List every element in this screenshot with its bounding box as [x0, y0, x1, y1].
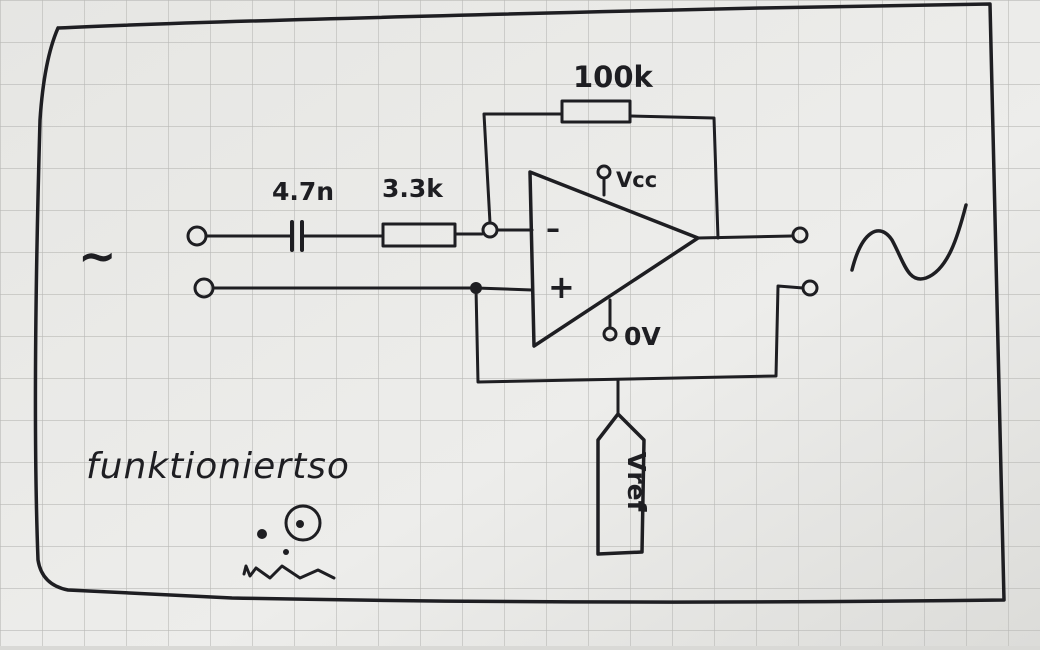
- op-amp-triangle: [528, 170, 700, 348]
- vcc-label: Vcc: [616, 168, 657, 192]
- input-signal-symbol: ~: [78, 229, 117, 283]
- feedback-resistor-symbol: [560, 99, 632, 124]
- ground-pin-terminal: [602, 326, 618, 342]
- input-resistor-label: 3.3k: [382, 174, 444, 203]
- ground-label: 0V: [624, 322, 661, 351]
- inverting-input-sign: –: [546, 212, 560, 245]
- ground-bus-wire: [474, 284, 805, 384]
- feedback-wire-left: [482, 112, 564, 225]
- handwritten-note: funktioniertso: [86, 446, 350, 487]
- wire-node-to-non-inverting-input: [474, 286, 534, 292]
- smiley-doodle: [242, 504, 336, 580]
- output-terminal-top: [791, 226, 809, 244]
- output-sine-wave: [850, 203, 968, 281]
- output-wire: [696, 234, 794, 240]
- vcc-pin-terminal: [596, 164, 612, 180]
- feedback-resistor-label: 100k: [573, 60, 654, 94]
- reference-label: Vref: [622, 452, 651, 513]
- reference-tag: [596, 412, 646, 556]
- outer-frame: [33, 2, 1006, 604]
- feedback-wire-right: [628, 114, 720, 240]
- non-inverting-input-sign: +: [548, 268, 575, 306]
- capacitor-label: 4.7n: [272, 177, 334, 206]
